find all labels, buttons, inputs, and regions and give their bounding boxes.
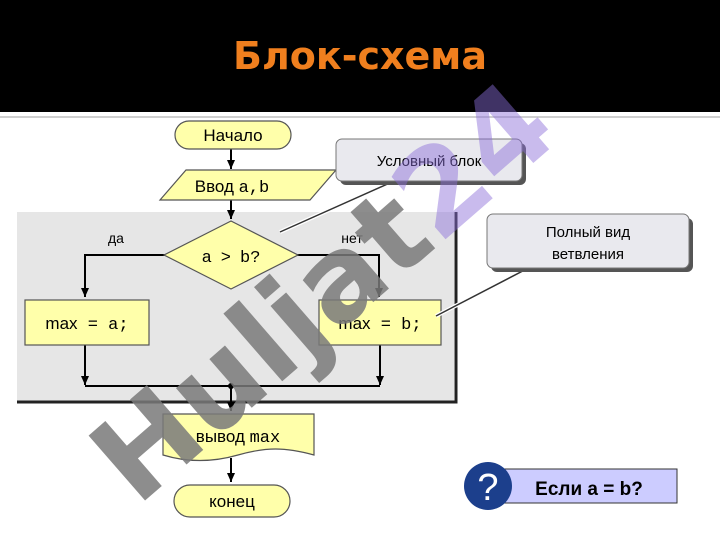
- callout-condition-text: Условный блок: [377, 153, 482, 170]
- callout-branch: [486, 213, 690, 269]
- right-process-block: [318, 299, 442, 346]
- question-text: Если a = b?: [535, 479, 643, 500]
- right-process-label: max = b;: [338, 314, 421, 335]
- question-circle[interactable]: [464, 462, 512, 510]
- callout-branch-line1: Полный вид: [546, 224, 631, 241]
- left-process-block: [24, 299, 150, 346]
- end-terminal: [173, 484, 291, 518]
- callout-branch-line2: ветвления: [552, 246, 624, 263]
- callout-condition: [335, 138, 523, 182]
- left-process-label: max = a;: [45, 314, 128, 335]
- output-block: [162, 413, 315, 462]
- right-expr: = b;: [371, 316, 422, 335]
- right-var: max: [338, 314, 371, 333]
- start-terminal: [174, 120, 292, 150]
- condition-diamond: [162, 220, 300, 290]
- input-label: Ввод a,b: [195, 177, 270, 198]
- input-vars: a,b: [239, 179, 270, 198]
- slide-title: Блок-схема: [233, 34, 487, 78]
- output-label: вывод max: [196, 427, 280, 448]
- left-var: max: [45, 314, 78, 333]
- start-label: Начало: [203, 126, 262, 145]
- left-expr: = a;: [78, 316, 129, 335]
- output-var: max: [250, 429, 281, 448]
- condition-label: a > b?: [202, 249, 261, 268]
- question-box[interactable]: [487, 468, 678, 504]
- output-prefix: вывод: [196, 427, 250, 446]
- header-bar: [0, 0, 720, 112]
- input-prefix: Ввод: [195, 177, 239, 196]
- no-label: нет: [341, 230, 363, 246]
- callout-pointer-condition: [279, 181, 393, 233]
- condition-a: a: [202, 249, 212, 268]
- connector-no-branch: [296, 254, 383, 297]
- yes-label: да: [108, 230, 124, 246]
- end-label: конец: [209, 492, 255, 511]
- header-divider: [0, 116, 720, 118]
- condition-op: >: [221, 249, 231, 268]
- question-mark-icon: ?: [477, 467, 498, 509]
- connector-yes-branch: [81, 254, 166, 297]
- branch-region-shadow: [17, 212, 458, 404]
- condition-b: b?: [240, 249, 260, 268]
